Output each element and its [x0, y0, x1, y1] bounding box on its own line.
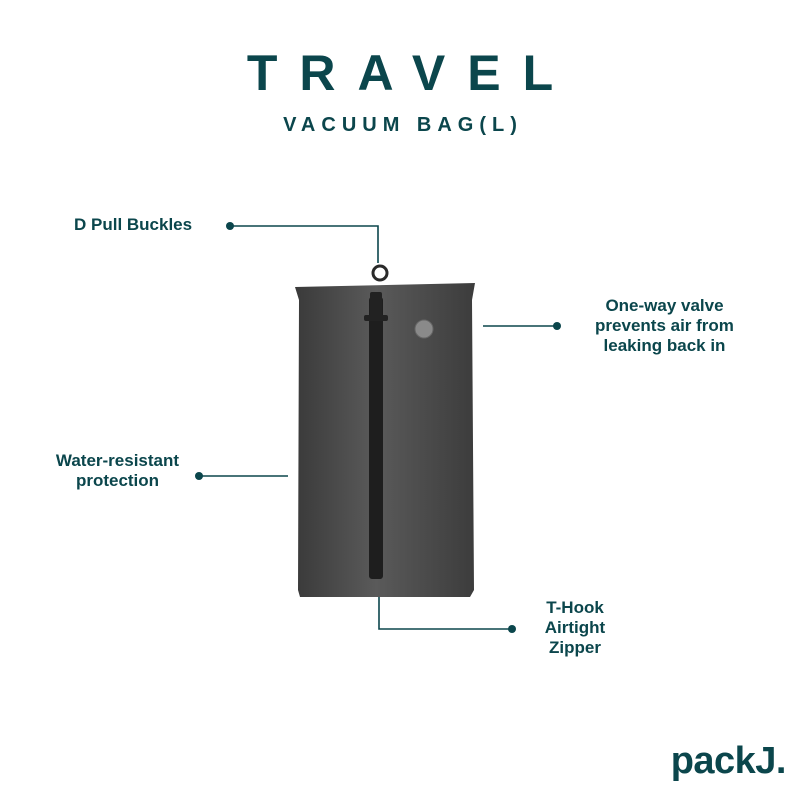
- page-subtitle: VACUUM BAG(L): [283, 114, 523, 136]
- t-hook: [364, 315, 388, 321]
- callout-dots: [195, 222, 561, 633]
- page-title: TRAVEL: [246, 45, 576, 101]
- vacuum-bag: [295, 264, 475, 597]
- label-line: Zipper: [549, 638, 601, 657]
- d-ring-icon: [371, 264, 389, 282]
- label-line: Airtight: [544, 618, 606, 637]
- valve-icon: [414, 319, 434, 339]
- zipper: [369, 297, 383, 579]
- feature-water-resistant: Water-resistant protection: [40, 451, 195, 491]
- callout-lines: [199, 225, 557, 630]
- label-line: prevents air from: [595, 316, 734, 335]
- feature-d-pull-buckles: D Pull Buckles: [74, 215, 193, 234]
- feature-t-hook-zipper: T-Hook Airtight Zipper: [535, 598, 615, 658]
- feature-one-way-valve: One-way valve prevents air from leaking …: [582, 296, 747, 356]
- label-line: T-Hook: [546, 598, 604, 617]
- label-line: Water-resistant: [55, 451, 180, 470]
- brand-logo: packJ.: [670, 740, 787, 782]
- label-line: protection: [75, 471, 160, 490]
- label-line: leaking back in: [603, 336, 726, 355]
- label-line: One-way valve: [605, 296, 724, 315]
